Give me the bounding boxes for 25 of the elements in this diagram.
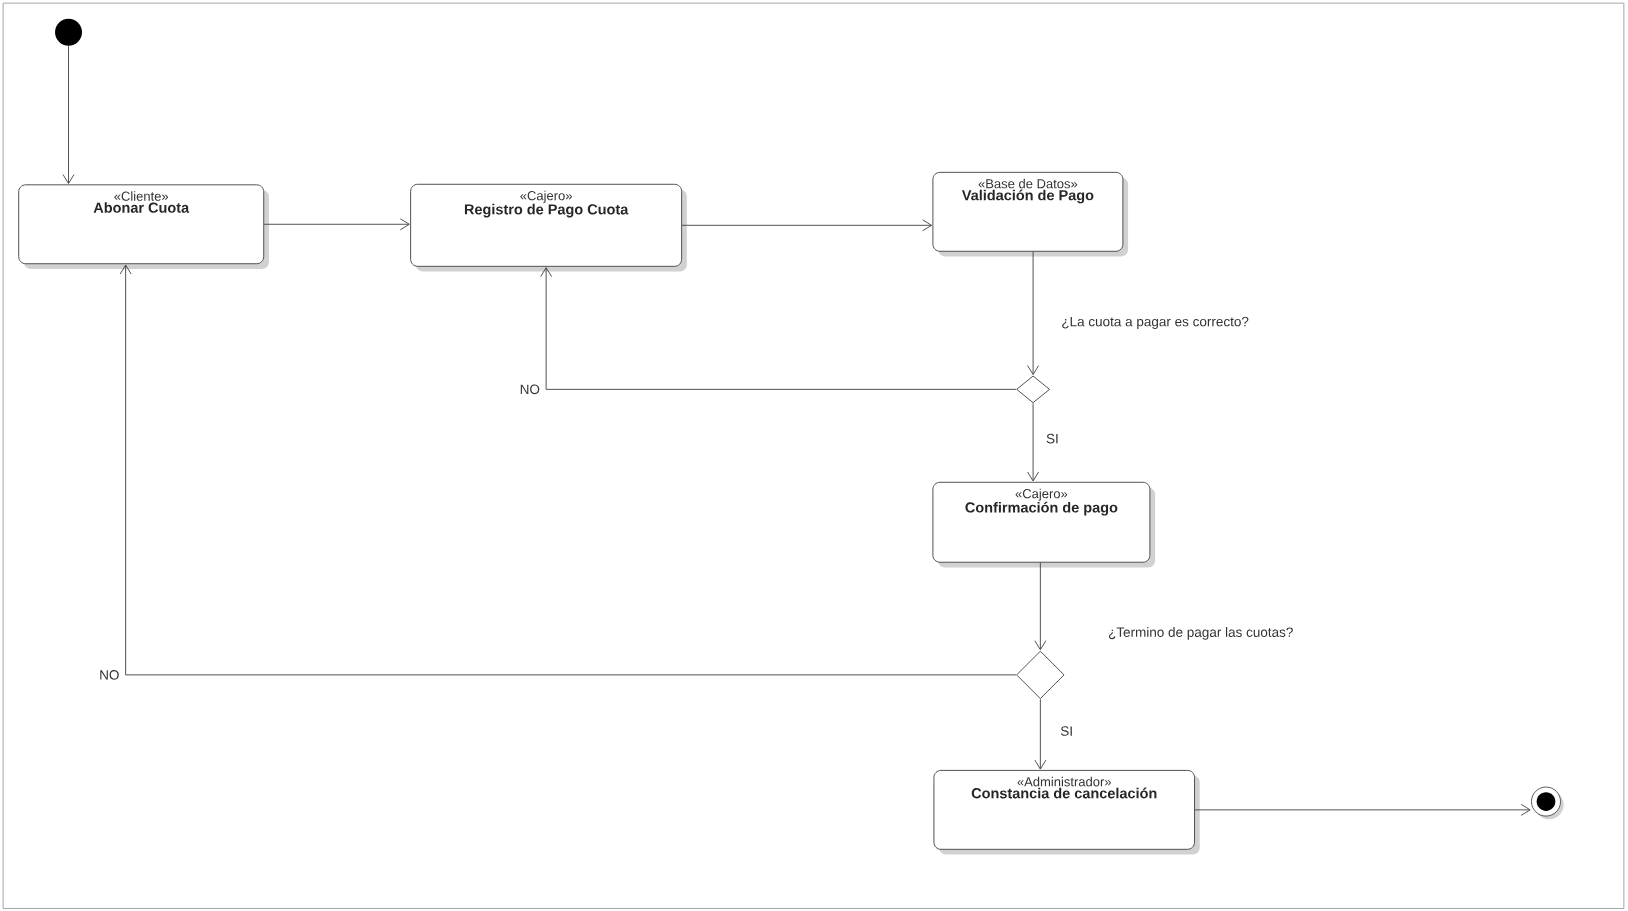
edge-label: NO — [98, 669, 121, 681]
question-text: ¿La cuota a pagar es correcto? — [1062, 317, 1249, 330]
edge-label: NO — [518, 383, 541, 396]
edge-label: SI — [1045, 433, 1060, 445]
arrow — [1034, 562, 1047, 651]
action-box: «Administrador» Constancia de cancelación — [933, 770, 1200, 855]
question-text: ¿Termino de pagar las cuotas? — [1108, 627, 1293, 640]
arrow — [62, 45, 75, 185]
edge-label: SI — [1059, 725, 1075, 738]
initial-node — [55, 18, 82, 46]
action-box: «Base de Datos» Validación de Pago — [932, 172, 1129, 257]
action-box: «Cliente» Abonar Cuota — [18, 184, 269, 270]
arrow — [263, 218, 410, 231]
arrow — [681, 219, 933, 232]
final-node — [1531, 786, 1564, 820]
arrow — [119, 264, 1017, 676]
decision-diamond — [1016, 650, 1065, 700]
arrow — [1034, 698, 1047, 770]
decision-diamond — [1016, 375, 1050, 404]
arrow — [540, 267, 1017, 390]
action-box: «Cajero» Confirmación de pago — [932, 482, 1156, 568]
action-box: «Cajero» Registro de Pago Cuota — [410, 184, 687, 272]
arrow — [1027, 251, 1040, 376]
arrow — [1194, 804, 1531, 817]
arrow — [1027, 403, 1040, 482]
